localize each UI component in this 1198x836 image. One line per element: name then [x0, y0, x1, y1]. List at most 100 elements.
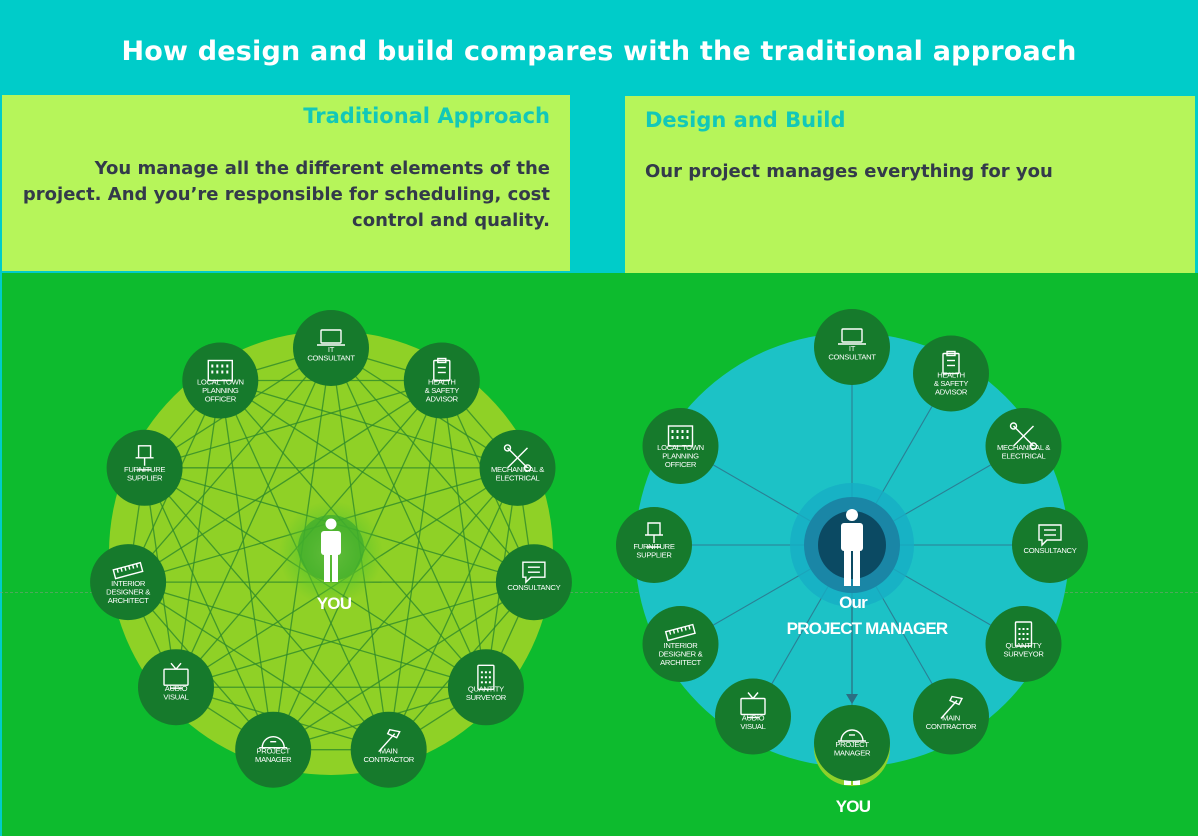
building-icon: [207, 359, 234, 382]
pm-label-line1: Our: [839, 593, 868, 612]
node-label: CONSULTANCY: [507, 583, 560, 592]
node-circle: [235, 711, 312, 788]
node-circle: [90, 544, 167, 621]
node-circle: [495, 544, 572, 621]
node-me: MECHANICAL &ELECTRICAL: [985, 408, 1062, 484]
design-build-heading: Design and Build: [645, 108, 846, 132]
chair-icon: [645, 522, 663, 548]
node-me: MECHANICAL &ELECTRICAL: [479, 429, 556, 506]
node-circle: [814, 705, 890, 781]
node-circle: [293, 310, 369, 386]
pm-label-line2: PROJECT MANAGER: [787, 619, 948, 638]
node-con: CONSULTANCY: [1012, 507, 1088, 583]
node-circle: [913, 678, 989, 755]
arrow-head: [846, 694, 858, 704]
traditional-heading: Traditional Approach: [303, 104, 550, 128]
header-band: How design and build compares with the t…: [0, 0, 1198, 96]
mesh-line: [144, 467, 274, 750]
you-label: YOU: [836, 797, 871, 816]
mesh-line: [441, 380, 487, 688]
hammer-icon: [378, 728, 401, 753]
tv-icon: [740, 692, 766, 719]
design-build-description: Our project manages everything for you: [645, 161, 1053, 182]
mesh-line: [175, 581, 535, 688]
calculator-icon: [477, 664, 495, 690]
mesh-line: [127, 581, 390, 751]
dashed-divider: [0, 592, 1198, 593]
mesh-line: [220, 379, 518, 469]
node-circle: [447, 649, 524, 726]
mesh-line: [175, 347, 332, 688]
mesh-line: [175, 380, 221, 688]
node-circle: [138, 649, 214, 726]
hammer-icon: [940, 695, 964, 719]
mesh-line: [272, 581, 535, 751]
tools-icon: [503, 444, 532, 472]
laptop-icon: [838, 328, 866, 345]
node-circle: [814, 309, 890, 385]
building-icon: [667, 425, 694, 447]
clipboard-icon: [433, 357, 451, 382]
clipboard-icon: [942, 350, 960, 375]
node-label: MECHANICAL &ELECTRICAL: [491, 465, 544, 483]
node-circle: [106, 429, 183, 506]
tv-icon: [163, 662, 189, 689]
ruler-icon: [664, 623, 696, 642]
you-label: YOU: [317, 594, 352, 613]
mesh-line: [219, 379, 535, 583]
node-con: CONSULTANCY: [495, 544, 572, 621]
node-label: MECHANICAL &ELECTRICAL: [997, 443, 1050, 461]
person-icon: [841, 509, 863, 586]
design-build-panel: Design and Build Our project manages eve…: [625, 96, 1195, 273]
node-circle: [350, 711, 427, 788]
hard-hat-icon: [259, 736, 288, 749]
node-circle: [642, 606, 719, 682]
hard-hat-icon: [838, 729, 866, 742]
laptop-icon: [317, 329, 345, 346]
mesh-line: [127, 581, 487, 688]
node-circle: [715, 678, 791, 755]
traditional-description: You manage all the different elements of…: [22, 158, 550, 231]
ruler-icon: [112, 561, 144, 580]
mesh-line: [127, 347, 332, 583]
node-circle: [1012, 507, 1088, 583]
tools-icon: [1009, 422, 1038, 450]
mesh-line: [219, 380, 274, 750]
mesh-line: [272, 467, 518, 751]
mesh-line: [388, 380, 443, 750]
